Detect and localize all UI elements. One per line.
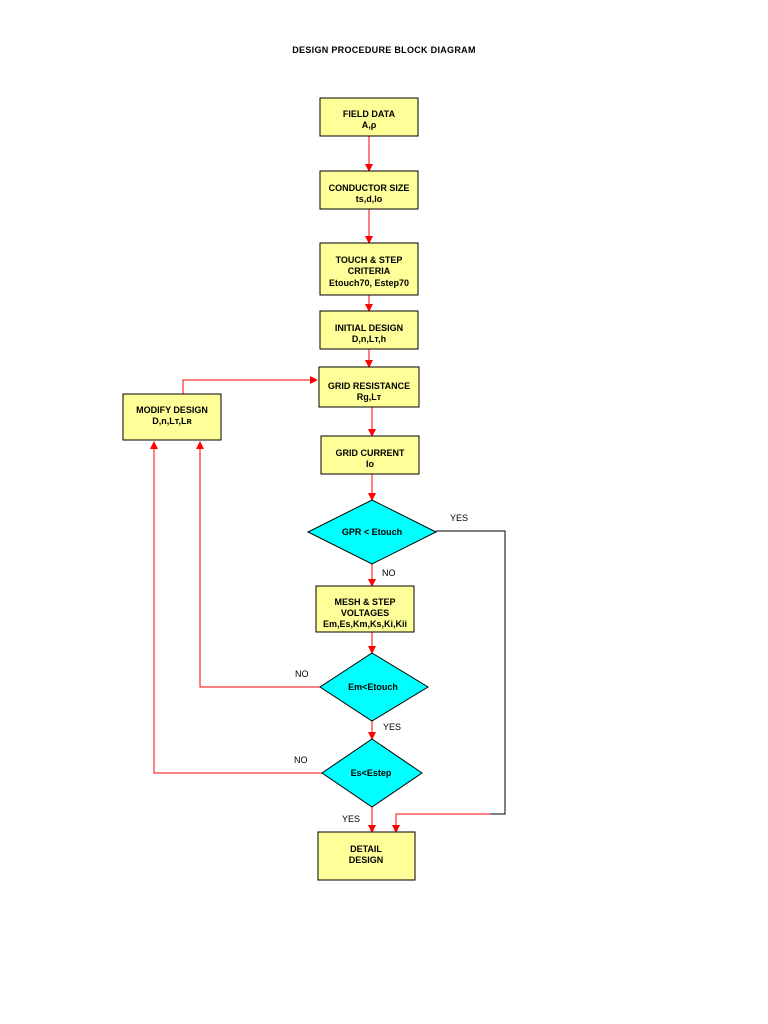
block-detail-design: DETAIL DESIGN — [317, 831, 416, 881]
touch-step-vars: Etouch70, Estep70 — [329, 278, 409, 288]
design-label: DESIGN — [349, 855, 384, 865]
conductor-size-label: CONDUCTOR SIZE — [329, 183, 410, 193]
block-modify-design: MODIFY DESIGN D,n,Lт,Lʀ — [122, 393, 222, 441]
arrow-gpr-yes-to-detail — [392, 813, 490, 833]
initial-design-label: INITIAL DESIGN — [335, 323, 403, 333]
modify-design-label: MODIFY DESIGN — [136, 405, 208, 415]
block-touch-step-criteria: TOUCH & STEP CRITERIA Etouch70, Estep70 — [319, 242, 419, 296]
label-em-yes: YES — [383, 722, 401, 732]
arrow-em-no-to-modify — [196, 441, 320, 688]
mesh-step-label: MESH & STEP — [334, 597, 395, 607]
detail-label: DETAIL — [350, 844, 382, 854]
block-grid-resistance: GRID RESISTANCE Rg,Lт — [318, 366, 420, 408]
label-es-yes: YES — [342, 814, 360, 824]
modify-design-vars: D,n,Lт,Lʀ — [152, 416, 192, 426]
decision-es-label: Es<Estep — [351, 768, 392, 778]
grid-current-label: GRID CURRENT — [336, 448, 406, 458]
decision-gpr: GPR < Etouch — [306, 499, 438, 565]
label-gpr-yes: YES — [450, 513, 468, 523]
block-initial-design: INITIAL DESIGN D,n,Lт,h — [319, 310, 419, 350]
mesh-step-vars: Em,Es,Km,Ks,Ki,Kii — [323, 619, 407, 629]
grid-resistance-vars: Rg,Lт — [357, 392, 382, 402]
initial-design-vars: D,n,Lт,h — [352, 334, 386, 344]
conductor-size-vars: ts,d,Io — [356, 194, 383, 204]
decision-gpr-label: GPR < Etouch — [342, 527, 402, 537]
block-mesh-step-voltages: MESH & STEP VOLTAGES Em,Es,Km,Ks,Ki,Kii — [315, 585, 415, 633]
line-gpr-yes — [436, 530, 506, 815]
field-data-vars: A,ρ — [362, 120, 377, 130]
arrow-modify-to-grid — [182, 376, 318, 394]
block-grid-current: GRID CURRENT Io — [320, 435, 420, 475]
grid-current-vars: Io — [366, 459, 375, 469]
label-em-no: NO — [295, 669, 309, 679]
label-gpr-no: NO — [382, 568, 396, 578]
touch-step-label: TOUCH & STEP — [336, 255, 403, 265]
grid-resistance-label: GRID RESISTANCE — [328, 381, 410, 391]
voltages-label: VOLTAGES — [341, 608, 389, 618]
block-field-data: FIELD DATA A,ρ — [319, 97, 419, 137]
field-data-label: FIELD DATA — [343, 109, 396, 119]
decision-em: Em<Etouch — [319, 652, 429, 722]
connectors — [150, 136, 506, 833]
block-conductor-size: CONDUCTOR SIZE ts,d,Io — [319, 170, 419, 210]
decision-em-label: Em<Etouch — [348, 682, 398, 692]
criteria-label: CRITERIA — [348, 266, 391, 276]
arrow-es-no-to-modify — [150, 441, 322, 774]
page-title: DESIGN PROCEDURE BLOCK DIAGRAM — [292, 45, 476, 55]
decision-es: Es<Estep — [321, 738, 423, 808]
label-es-no: NO — [294, 755, 308, 765]
